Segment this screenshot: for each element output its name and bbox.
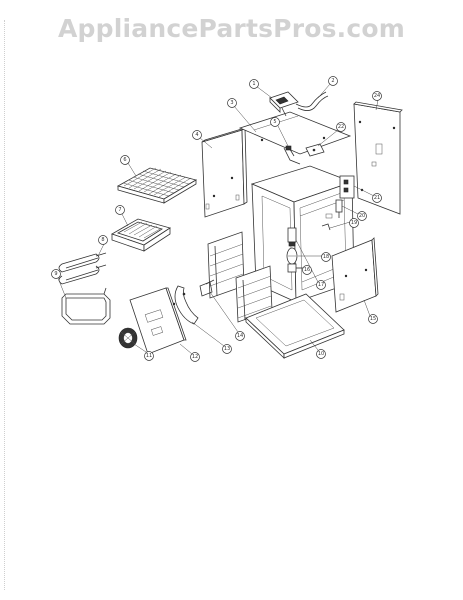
callout-19: 19: [349, 218, 359, 228]
grill-grate: [116, 167, 198, 204]
svg-text:22: 22: [338, 124, 344, 130]
svg-text:1: 1: [252, 81, 255, 87]
broiler-pan-slots: [123, 221, 161, 239]
svg-text:3: 3: [230, 100, 233, 106]
terminal-block: [305, 143, 325, 157]
svg-text:17: 17: [318, 282, 324, 288]
rear-panel: [353, 101, 403, 215]
svg-text:11: 11: [146, 353, 152, 359]
callout-9: 9: [51, 269, 61, 279]
svg-text:13: 13: [224, 346, 230, 352]
callout-12: 12: [190, 352, 200, 362]
knob: [118, 327, 138, 349]
callout-16: 16: [302, 265, 312, 275]
thermostat: [269, 91, 299, 117]
svg-text:20: 20: [359, 213, 365, 219]
svg-text:4: 4: [195, 132, 198, 138]
svg-text:7: 7: [118, 207, 121, 213]
svg-text:24: 24: [374, 93, 380, 99]
callout-11: 11: [144, 351, 154, 361]
svg-text:21: 21: [374, 195, 380, 201]
callout-10: 10: [316, 349, 326, 359]
broiler-pan: [111, 218, 171, 252]
callout-14: 14: [235, 331, 245, 341]
broil-element: [58, 252, 107, 285]
callout-22: 22: [336, 122, 346, 132]
hinge: [174, 285, 199, 325]
svg-text:6: 6: [123, 157, 126, 163]
callout-6: 6: [120, 155, 130, 165]
callout-1: 1: [249, 79, 259, 89]
control-panel: [129, 287, 187, 355]
callout-17: 17: [316, 280, 326, 290]
callout-21: 21: [372, 193, 382, 203]
callout-20: 20: [357, 211, 367, 221]
grill-grate-bars: [122, 167, 192, 198]
side-panel-left: [201, 127, 248, 218]
svg-text:9: 9: [54, 271, 57, 277]
bottom-panel: [245, 293, 345, 359]
svg-text:10: 10: [318, 351, 324, 357]
callout-5: 5: [270, 117, 280, 127]
svg-text:16: 16: [304, 267, 310, 273]
svg-text:14: 14: [237, 333, 243, 339]
lamp-socket: [287, 227, 297, 247]
callout-7: 7: [115, 205, 125, 215]
callout-4: 4: [192, 130, 202, 140]
switch: [339, 175, 355, 199]
watermark: AppliancePartsPros.com: [57, 14, 406, 43]
callout-15: 15: [368, 314, 378, 324]
rack-support-lower: [235, 265, 273, 323]
clip: [321, 223, 331, 231]
callout-3: 3: [227, 98, 237, 108]
svg-text:18: 18: [323, 254, 329, 260]
svg-text:12: 12: [192, 354, 198, 360]
page-edge-dots: [4, 20, 6, 590]
inner-top-panel: [238, 111, 352, 155]
svg-text:19: 19: [351, 220, 357, 226]
wire-harness: [283, 145, 301, 165]
side-panel-right: [331, 237, 379, 313]
svg-text:8: 8: [101, 237, 104, 243]
callout-18: 18: [321, 252, 331, 262]
capillary-tube: [295, 91, 329, 111]
element-bracket: [61, 287, 111, 325]
callout-24: 24: [372, 91, 382, 101]
svg-text:15: 15: [370, 316, 376, 322]
svg-text:5: 5: [273, 119, 276, 125]
leader-lines: [57, 83, 379, 355]
svg-text:2: 2: [331, 78, 334, 84]
door-bracket: [199, 279, 215, 297]
callout-2: 2: [328, 76, 338, 86]
callout-13: 13: [222, 344, 232, 354]
callout-8: 8: [98, 235, 108, 245]
